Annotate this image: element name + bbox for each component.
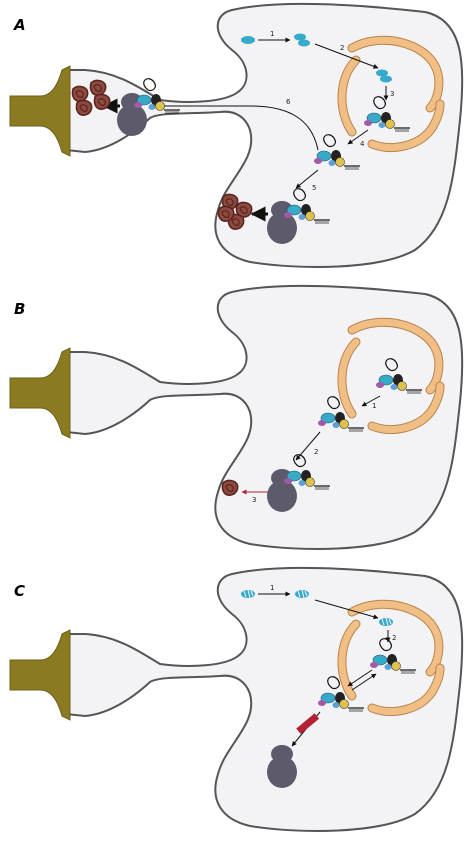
- protein-monomer-icon: [241, 36, 255, 44]
- step-label: 6: [286, 98, 291, 106]
- panel-c: C 1 2: [9, 566, 464, 832]
- aggregate-icon: [71, 85, 89, 102]
- modified-protein-icon: [378, 617, 394, 627]
- step-label: 1: [270, 584, 274, 592]
- ribosome-icon: [267, 745, 297, 788]
- panel-a: A 1 2 3 4 5 6: [9, 2, 464, 268]
- step-label: 2: [392, 634, 396, 642]
- panel-label-b: B: [14, 300, 25, 318]
- inhibition-block-icon: [296, 713, 320, 735]
- step-label: 4: [360, 140, 365, 148]
- step-label: 1: [372, 402, 376, 410]
- aggregate-icon: [89, 79, 107, 96]
- modified-protein-icon: [240, 589, 256, 599]
- modified-protein-icon: [294, 589, 310, 599]
- step-label: 1: [270, 30, 274, 38]
- aggregate-icon: [75, 99, 93, 116]
- step-label: 3: [390, 90, 394, 98]
- aggregate-icon: [221, 479, 239, 496]
- step-label: 2: [314, 448, 318, 456]
- panel-label-c: C: [14, 582, 25, 600]
- step-label: 2: [340, 44, 344, 52]
- panel-b: B 1 2 3: [9, 284, 464, 550]
- step-label: 3: [252, 496, 256, 504]
- panel-label-a: A: [13, 16, 26, 34]
- step-label: 5: [312, 184, 316, 192]
- aggregate-icon: [217, 205, 235, 222]
- aggregate-icon: [93, 93, 111, 110]
